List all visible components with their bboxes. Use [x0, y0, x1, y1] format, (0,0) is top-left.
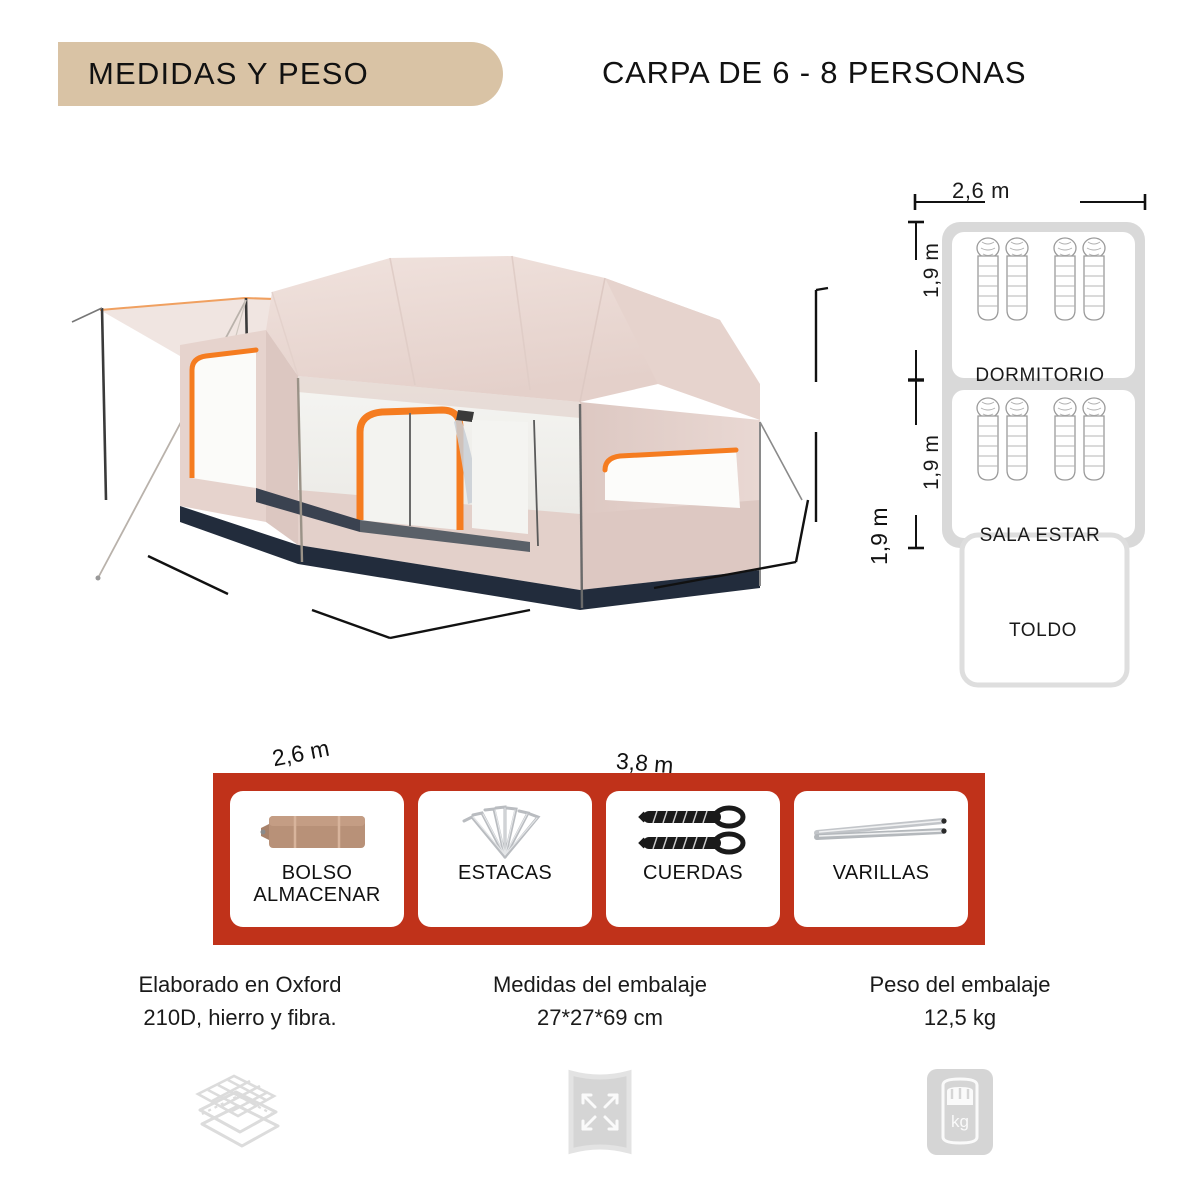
- package-dimensions-icon: [545, 1062, 655, 1162]
- accessories-bar: BOLSO ALMACENAR: [213, 773, 985, 945]
- accessory-card-bolso: BOLSO ALMACENAR: [230, 791, 404, 927]
- plan-room-label-toldo: TOLDO: [1008, 620, 1078, 641]
- page-title: CARPA DE 6 - 8 PERSONAS: [602, 55, 1027, 90]
- spec-material-text: Elaborado en Oxford 210D, hierro y fibra…: [138, 972, 342, 1030]
- header-badge: [58, 42, 503, 106]
- header: MEDIDAS Y PESO CARPA DE 6 - 8 PERSONAS: [0, 0, 1200, 140]
- plan-room2-height-label: 1,9 m: [920, 434, 943, 490]
- accessory-label-varillas: VARILLAS: [832, 862, 930, 884]
- spec-weight-text: Peso del embalaje 12,5 kg: [869, 972, 1051, 1030]
- accessory-card-varillas: VARILLAS: [794, 791, 968, 927]
- spec-package-size: Medidas del embalaje 27*27*69 cm: [420, 968, 780, 1178]
- tent-depth-label: 2,6 m: [269, 734, 332, 772]
- tent-illustration: 2,6 m 3,8 m 1,9 m: [60, 170, 892, 778]
- accessories-card-list: BOLSO ALMACENAR: [213, 773, 985, 945]
- svg-text:kg: kg: [951, 1112, 969, 1131]
- accessory-card-estacas: ESTACAS: [418, 791, 592, 927]
- plan-room-label-dormitorio: DORMITORIO: [975, 365, 1105, 386]
- floor-plan-drawing: [904, 190, 1147, 688]
- specifications: Elaborado en Oxford 210D, hierro y fibra…: [60, 968, 1140, 1178]
- spec-package-size-text: Medidas del embalaje 27*27*69 cm: [492, 972, 708, 1030]
- ropes-icon: [606, 797, 780, 863]
- weight-scale-icon: kg: [905, 1062, 1015, 1162]
- accessory-label-cuerdas: CUERDAS: [643, 862, 743, 884]
- accessory-card-cuerdas: CUERDAS: [606, 791, 780, 927]
- header-badge-label: MEDIDAS Y PESO: [88, 56, 369, 91]
- plan-room1-height-label: 1,9 m: [920, 242, 943, 298]
- floor-plan: 2,6 m 1,9 m 1,9 m DORMITORIO SALA ESTAR …: [900, 178, 1170, 700]
- tent-drawing: [71, 255, 829, 640]
- accessory-label-estacas: ESTACAS: [458, 862, 552, 884]
- accessory-label-bolso: BOLSO ALMACENAR: [253, 862, 381, 906]
- spec-weight: Peso del embalaje 12,5 kg kg: [780, 968, 1140, 1178]
- spec-material: Elaborado en Oxford 210D, hierro y fibra…: [60, 968, 420, 1178]
- storage-bag-icon: [230, 797, 404, 863]
- fabric-layers-icon: [185, 1062, 295, 1162]
- plan-room-label-sala-estar: SALA ESTAR: [979, 525, 1101, 546]
- plan-width-label: 2,6 m: [952, 178, 1011, 203]
- tent-height-label: 1,9 m: [866, 507, 892, 565]
- stakes-icon: [418, 797, 592, 863]
- poles-icon: [794, 797, 968, 863]
